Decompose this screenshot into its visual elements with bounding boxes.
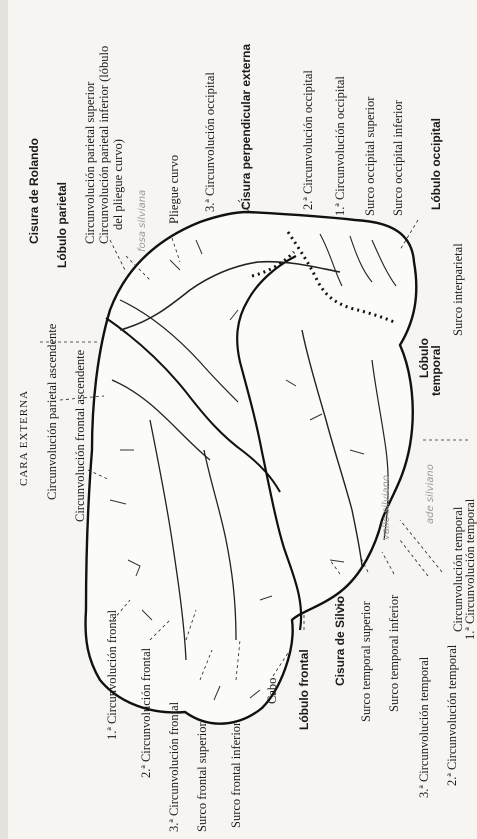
label-surco-occipital-superior: Surco occipital superior bbox=[364, 97, 377, 216]
label-circ-parietal-inferior: Circunvolución parietal inferior (lóbulo bbox=[98, 46, 111, 244]
label-cisura-silvio: Cisura de Silvio bbox=[334, 596, 347, 686]
label-surco-temporal-inferior: Surco temporal inferior bbox=[388, 595, 401, 712]
handwritten-valle-silviano: valle silviano bbox=[380, 475, 393, 540]
label-surco-frontal-superior: Surco frontal superior bbox=[196, 722, 209, 832]
label-circ-temporal-3: 3.ª Circunvolución temporal bbox=[418, 657, 431, 798]
label-circ-frontal-ascendente: Circunvolución frontal ascendente bbox=[74, 350, 87, 522]
label-circ-frontal-3: 3.ª Circunvolución frontal bbox=[168, 702, 181, 832]
label-circ-parietal-superior: Circunvolución parietal superior bbox=[84, 82, 97, 244]
label-cabo: Cabo bbox=[266, 678, 279, 704]
label-circ-parietal-inferior-2: del pliegue curvo) bbox=[112, 139, 125, 230]
label-circ-frontal-1: 1.ª Circunvolución frontal bbox=[106, 610, 119, 740]
label-circ-occipital-3: 3.ª Circunvolución occipital bbox=[204, 72, 217, 212]
label-circ-temporal-1b: 1.ª Circunvolución temporal bbox=[464, 499, 477, 640]
label-lobulo-parietal: Lóbulo parietal bbox=[56, 182, 69, 268]
label-circ-occipital-1: 1.ª Circunvolución occipital bbox=[334, 76, 347, 216]
label-lobulo-occipital: Lóbulo occipital bbox=[430, 118, 443, 210]
label-surco-occipital-inferior: Surco occipital inferior bbox=[392, 100, 405, 216]
label-lobulo-frontal: Lóbulo frontal bbox=[298, 649, 311, 730]
label-circ-temporal-2: 2.ª Circunvolución temporal bbox=[446, 645, 459, 786]
label-pliegue-curvo: Pliegue curvo bbox=[168, 155, 181, 224]
title-cara-externa: CARA EXTERNA bbox=[18, 390, 31, 486]
label-surco-interparietal: Surco interparietal bbox=[452, 243, 465, 336]
label-circ-frontal-2: 2.ª Circunvolución frontal bbox=[140, 648, 153, 778]
page-edge bbox=[0, 0, 8, 839]
label-surco-frontal-inferior: Surco frontal inferior bbox=[230, 722, 243, 828]
handwritten-fosa-silviana: fosa silviana bbox=[136, 190, 149, 252]
label-cisura-perpendicular: Cisura perpendicular externa bbox=[240, 44, 253, 210]
label-circ-parietal-ascendente: Circunvolución parietal ascendente bbox=[46, 324, 59, 500]
label-circ-occipital-2: 2.ª Circunvolución occipital bbox=[302, 70, 315, 210]
label-surco-temporal-superior: Surco temporal superior bbox=[360, 601, 373, 722]
handwritten-ade-silviano: ade silviano bbox=[424, 464, 437, 524]
label-cisura-rolando: Cisura de Rolando bbox=[28, 138, 41, 244]
label-lobulo-temporal-2: temporal bbox=[430, 345, 443, 396]
